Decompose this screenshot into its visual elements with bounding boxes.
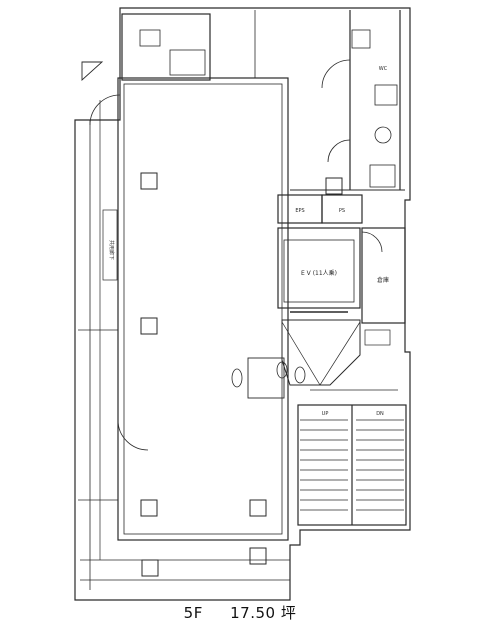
note-dn: DN: [376, 411, 384, 417]
plan-caption: 5F 17.50 坪: [0, 602, 480, 623]
storage-label: 倉庫: [377, 276, 389, 284]
storage-room: [361, 227, 406, 324]
elevator-shaft: [277, 227, 361, 309]
note-up: UP: [322, 411, 329, 417]
office-wall-inner: [123, 83, 283, 535]
corridor-label: 共用廊下: [108, 240, 115, 260]
area-label: 17.50 坪: [230, 604, 297, 622]
floor-label: 5F: [183, 604, 203, 622]
note-wc: WC: [379, 66, 388, 72]
eps-label: EPS: [295, 208, 304, 214]
top-room: [121, 13, 211, 81]
ps-label: PS: [339, 208, 345, 214]
outer-wall: [74, 7, 411, 601]
elevator-label: E V (11人乗): [301, 270, 337, 277]
ps-shaft: [321, 194, 363, 224]
office-wall-outer: [117, 77, 289, 541]
